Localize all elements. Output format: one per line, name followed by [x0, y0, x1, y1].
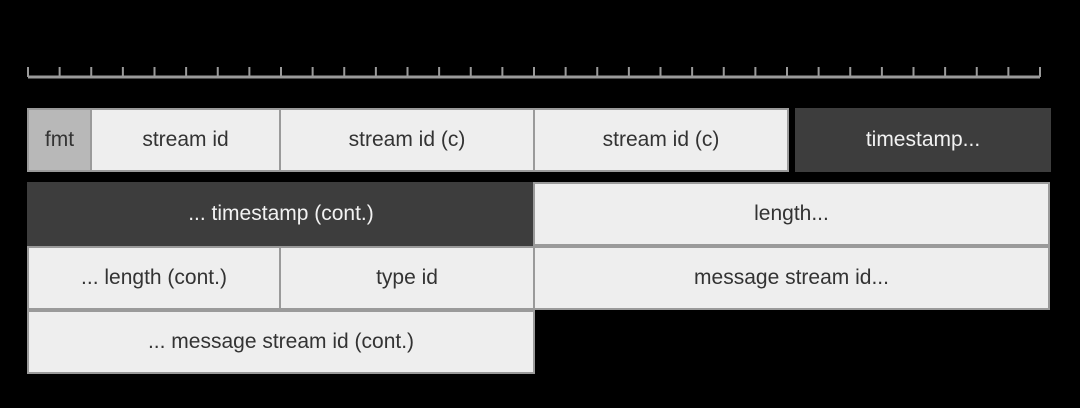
length-field: length... [533, 182, 1050, 246]
timestamp-field: timestamp... [795, 108, 1051, 172]
fmt-field: fmt [27, 108, 92, 172]
message-stream-id-continuation-field: ... message stream id (cont.) [27, 310, 535, 374]
length-continuation-field: ... length (cont.) [27, 246, 281, 310]
timestamp-continuation-field: ... timestamp (cont.) [27, 182, 535, 246]
message-stream-id-field: message stream id... [533, 246, 1050, 310]
bit-ruler [27, 67, 1041, 79]
stream-id-continuation-field-1: stream id (c) [279, 108, 535, 172]
stream-id-field: stream id [90, 108, 281, 172]
stream-id-continuation-field-2: stream id (c) [533, 108, 789, 172]
type-id-field: type id [279, 246, 535, 310]
